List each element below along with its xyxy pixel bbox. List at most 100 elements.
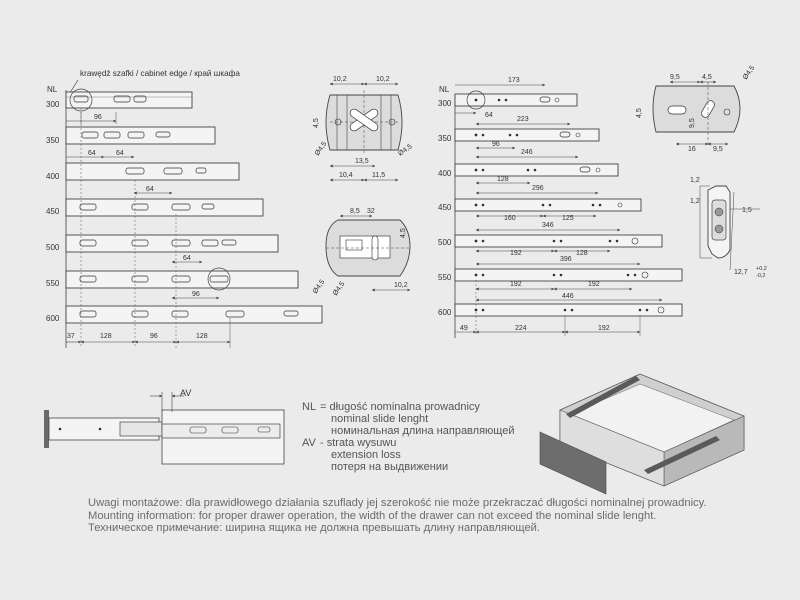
dim-192: 192 xyxy=(510,281,522,288)
drawer-front-panel xyxy=(539,431,607,495)
slide-row-400: 400 xyxy=(438,163,619,178)
dim-192: 192 xyxy=(598,325,610,332)
slide-row-600: 600 xyxy=(46,305,323,324)
legend-nl-ru: номинальная длина направляющей xyxy=(331,425,514,437)
dim-4-5: 4,5 xyxy=(313,118,320,128)
dim-246: 246 xyxy=(521,149,533,156)
slide-row-350: 350 xyxy=(438,128,600,143)
dim-8-5: 8,5 xyxy=(350,208,360,215)
legend-av-pl: - strata wysuwu xyxy=(320,437,396,449)
legend-av-key: AV xyxy=(302,437,317,449)
slide-row-400: 400 xyxy=(46,162,240,181)
dim-11-5: 11,5 xyxy=(372,172,385,179)
dim-96: 96 xyxy=(150,333,158,340)
legend-nl-key: NL xyxy=(302,401,316,413)
tolerance-plus: +0,2 xyxy=(756,266,767,272)
dim-128: 128 xyxy=(576,250,588,257)
dim-128: 128 xyxy=(100,333,112,340)
dim-10-4: 10,4 xyxy=(339,172,353,179)
dim-37: 37 xyxy=(67,333,75,340)
length-label: 450 xyxy=(438,203,452,212)
left-slide-drawing: krawędź szafki / cabinet edge / край шка… xyxy=(46,69,323,348)
dim-4-5: 4,5 xyxy=(400,228,407,238)
legend-av-ru: потеря на выдвижении xyxy=(331,461,448,473)
right-slide-drawing: NL 173 300 64 223 350 96 246 xyxy=(438,77,683,338)
av-label: AV xyxy=(180,388,191,398)
slide-row-350: 350 xyxy=(46,126,216,145)
slide-row-450: 450 xyxy=(438,198,642,212)
legend-nl-en: nominal slide lenght xyxy=(331,413,428,425)
dim-223: 223 xyxy=(517,116,529,123)
dim-1-5: 1,5 xyxy=(742,207,752,214)
dim-396: 396 xyxy=(560,256,572,263)
slide-rail-left xyxy=(566,376,640,418)
nl-label-left: NL xyxy=(47,85,58,94)
note-english: Mounting information: for proper drawer … xyxy=(88,509,657,522)
dim-32: 32 xyxy=(367,208,375,215)
slide-row-500: 500 xyxy=(438,234,663,248)
note-russian: Техническое примечание: ширина ящика не … xyxy=(88,522,541,535)
dim-16: 16 xyxy=(688,146,696,153)
dim-4-5: 4,5 xyxy=(702,74,712,81)
mounting-slot xyxy=(113,95,131,103)
mounting-slot xyxy=(133,95,147,103)
length-label: 300 xyxy=(46,100,60,109)
note-polish: Uwagi montażowe: dla prawidłowego działa… xyxy=(88,497,707,509)
length-label: 300 xyxy=(438,99,452,108)
detail-circle xyxy=(207,267,231,291)
dim-13-5: 13,5 xyxy=(355,158,369,165)
dim-64: 64 xyxy=(485,112,493,119)
dim-173: 173 xyxy=(508,77,520,84)
dim-9-5: 9,5 xyxy=(689,118,696,128)
dim-160: 160 xyxy=(504,215,516,222)
dim-64: 64 xyxy=(183,255,191,262)
slide-row-550: 550 xyxy=(438,268,683,282)
dim-1-2: 1,2 xyxy=(690,198,700,205)
slide-row-300: 300 xyxy=(438,90,578,110)
dim-96: 96 xyxy=(192,291,200,298)
slide-body xyxy=(65,91,193,109)
length-label: 500 xyxy=(438,238,452,247)
detail-circle xyxy=(466,90,486,110)
dim-10-2: 10,2 xyxy=(394,282,408,289)
dim-96: 96 xyxy=(492,141,500,148)
length-label: 500 xyxy=(46,243,60,252)
detail-circle xyxy=(69,88,93,112)
dim-12-7: 12,7 xyxy=(734,269,748,276)
front-bracket-drawing: 10,2 10,2 4,5 Ø4,5 Ø4,5 13,5 10,4 11,5 xyxy=(313,76,414,182)
extension-side-view: AV xyxy=(44,388,285,465)
dim-phi-4-5: Ø4,5 xyxy=(312,279,326,296)
legend-av-en: extension loss xyxy=(331,449,401,461)
dim-96: 96 xyxy=(94,114,102,121)
dim-224: 224 xyxy=(515,325,527,332)
length-label: 600 xyxy=(438,308,452,317)
length-label: 350 xyxy=(46,136,60,145)
slide-row-600: 600 xyxy=(438,303,683,317)
dim-446: 446 xyxy=(562,293,574,300)
slide-profile-section: 1,2 1,2 1,5 12,7 +0,2 -0,2 xyxy=(690,177,767,279)
dim-64: 64 xyxy=(146,186,154,193)
dim-phi-4-5: Ø4,5 xyxy=(332,281,346,298)
length-label: 350 xyxy=(438,134,452,143)
dim-192: 192 xyxy=(510,250,522,257)
dim-128: 128 xyxy=(497,176,509,183)
nl-label-right: NL xyxy=(439,85,450,94)
dim-192: 192 xyxy=(588,281,600,288)
slide-row-500: 500 xyxy=(46,234,279,253)
slide-row-300: 300 xyxy=(46,88,193,112)
dim-10-2: 10,2 xyxy=(376,76,390,83)
mounting-notes: Uwagi montażowe: dla prawidłowego działa… xyxy=(88,497,788,535)
dim-1-2: 1,2 xyxy=(690,177,700,184)
length-label: 400 xyxy=(46,172,60,181)
cabinet-edge-label: krawędź szafki / cabinet edge / край шка… xyxy=(80,69,240,78)
dim-64: 64 xyxy=(88,150,96,157)
slide-row-550: 550 xyxy=(46,267,299,291)
drawer-illustration xyxy=(539,373,745,495)
slide-rail-right xyxy=(644,436,720,474)
dim-64: 64 xyxy=(116,150,124,157)
dim-125: 125 xyxy=(562,215,574,222)
length-label: 450 xyxy=(46,207,60,216)
cabinet-wall xyxy=(44,410,49,448)
side-bracket-drawing: 9,5 4,5 Ø4,5 4,5 9,5 16 9,5 xyxy=(636,65,756,153)
